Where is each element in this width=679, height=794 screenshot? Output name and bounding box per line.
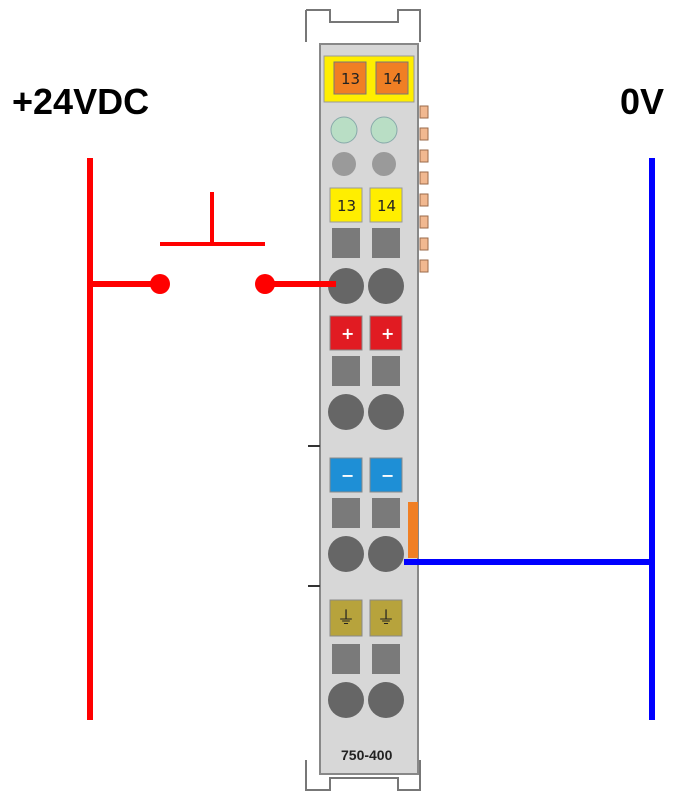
top-marker-13 [333, 61, 367, 95]
plus-terminal-right [369, 315, 403, 351]
side-connector-tabs [419, 105, 429, 273]
side-orange-contact [408, 502, 418, 558]
status-led-off-2 [372, 152, 396, 176]
status-led-13 [330, 116, 358, 144]
minus-terminal-block [328, 498, 404, 572]
switch-contact-left [150, 274, 170, 294]
input-terminal-block [328, 228, 404, 304]
positive-supply-wiring [87, 158, 336, 720]
part-number-label: 750-400 [341, 747, 393, 763]
input-marker-13-label: 13 [337, 197, 356, 215]
status-led-14 [370, 116, 398, 144]
top-marker-13-label: 13 [341, 70, 360, 88]
input-marker-13 [329, 187, 363, 223]
ground-terminal-right [369, 599, 403, 637]
minus-terminal-right-label: − [381, 466, 394, 485]
plus-terminal-left [329, 315, 363, 351]
status-led-off-1 [332, 152, 356, 176]
top-marker-14 [375, 61, 409, 95]
minus-terminal-left [329, 457, 363, 493]
ground-terminal-right-label: ⏚ [377, 608, 395, 629]
switch-contact-right [255, 274, 275, 294]
positive-supply-label: +24VDC [12, 81, 149, 122]
ground-terminal-left-label: ⏚ [337, 608, 355, 629]
top-marker-14-label: 14 [383, 70, 402, 88]
pushbutton-switch [150, 192, 275, 294]
din-rail-clip-bottom [305, 760, 421, 791]
plus-terminal-left-label: + [341, 324, 354, 343]
negative-supply-wiring [404, 158, 655, 720]
minus-terminal-right [369, 457, 403, 493]
plus-terminal-right-label: + [381, 324, 394, 343]
ground-terminal-left [329, 599, 363, 637]
din-rail-clip-top [305, 9, 421, 42]
minus-terminal-left-label: − [341, 466, 354, 485]
input-marker-14-label: 14 [377, 197, 396, 215]
negative-supply-label: 0V [620, 81, 664, 122]
ground-terminal-block [328, 644, 404, 718]
plus-terminal-block [328, 356, 404, 430]
input-marker-14 [369, 187, 403, 223]
